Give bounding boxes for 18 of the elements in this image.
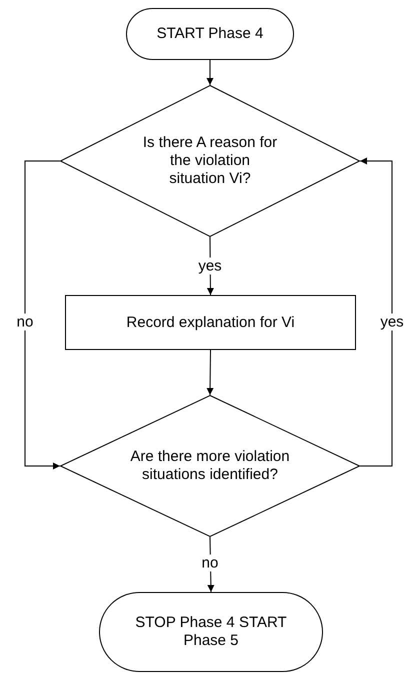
edge-label: no [16, 314, 34, 330]
edge-label: yes [379, 314, 405, 330]
edge-label: no [200, 554, 220, 572]
arrow [360, 158, 392, 466]
decision-diamond [60, 395, 360, 537]
node-text: STOP Phase 4 START Phase 5 [134, 614, 288, 650]
arrow [206, 350, 214, 396]
arrow [207, 536, 214, 592]
process-box [65, 295, 356, 350]
node-text: Is there A reason for the violation situation Vi? [142, 134, 278, 188]
decision-diamond [60, 85, 360, 237]
edge-label: yes [197, 258, 223, 274]
arrow [24, 160, 60, 470]
node-text: START Phase 4 [156, 25, 264, 43]
arrow [206, 60, 214, 86]
node-text: Are there more violation situations identified? [129, 448, 291, 484]
node-text: Record explanation for Vi [125, 314, 296, 332]
terminal-shape [126, 8, 294, 60]
